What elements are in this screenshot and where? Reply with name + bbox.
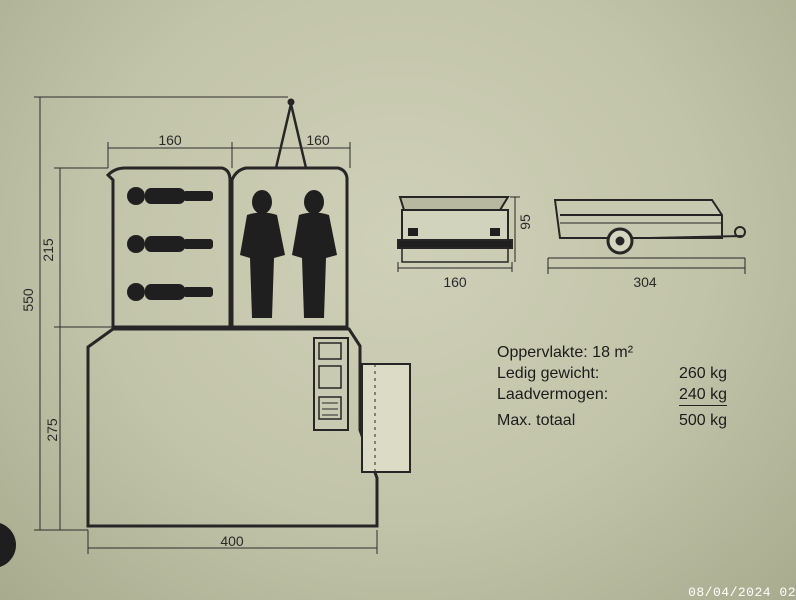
dim-side-height: 95: [517, 214, 533, 230]
kitchen-unit: [313, 337, 349, 431]
dim-sleeping-depth: 215: [40, 238, 56, 262]
spec-area-value: 18 m²: [592, 344, 634, 361]
spec-empty-weight-label: Ledig gewicht:: [497, 365, 600, 382]
dim-front-width: 160: [443, 274, 467, 290]
trailer-front-view: [397, 196, 520, 272]
dimension-labels: 160 160 550 215 275 400: [20, 132, 330, 549]
bedroom-left: [105, 166, 232, 329]
sleeping-persons-left: [127, 187, 213, 301]
dim-top-right: 160: [306, 132, 330, 148]
person-icon: [292, 190, 337, 318]
spec-max-total-row: Max. totaal 500 kg: [497, 410, 727, 431]
trailer-side-view: [547, 199, 746, 274]
spec-empty-weight-value: 260 kg: [678, 365, 727, 382]
person-icon: [240, 190, 285, 318]
spec-area-label: Oppervlakte: 18 m²: [497, 344, 634, 361]
tow-bar: [274, 103, 308, 169]
person-icon: [127, 283, 213, 301]
spec-max-total-value: 500 kg: [678, 412, 727, 429]
dim-living-depth: 275: [44, 418, 60, 442]
person-icon: [127, 187, 213, 205]
dimension-lines: [34, 96, 378, 554]
spec-area-row: Oppervlakte: 18 m²: [497, 342, 727, 363]
timestamp: 08/04/2024 02: [688, 585, 796, 600]
floor-plan: [86, 98, 411, 528]
person-icon: [127, 235, 213, 253]
dim-side-length: 304: [633, 274, 657, 290]
spec-table: Oppervlakte: 18 m² Ledig gewicht: 260 kg…: [497, 342, 727, 431]
living-area: [86, 327, 379, 528]
sleeping-persons-right: [240, 190, 337, 318]
dim-top-left: 160: [158, 132, 182, 148]
spec-load-capacity-row: Laadvermogen: 240 kg: [497, 384, 727, 406]
spec-max-total-label: Max. totaal: [497, 412, 576, 429]
spec-load-capacity-label: Laadvermogen:: [497, 386, 609, 403]
edge-shadow: [0, 522, 16, 568]
bedroom-right: [230, 166, 349, 329]
dim-bottom-width: 400: [220, 533, 244, 549]
spec-empty-weight-row: Ledig gewicht: 260 kg: [497, 363, 727, 384]
dim-total-height: 550: [20, 288, 36, 312]
awning: [361, 363, 411, 473]
spec-load-capacity-value: 240 kg: [678, 384, 727, 406]
